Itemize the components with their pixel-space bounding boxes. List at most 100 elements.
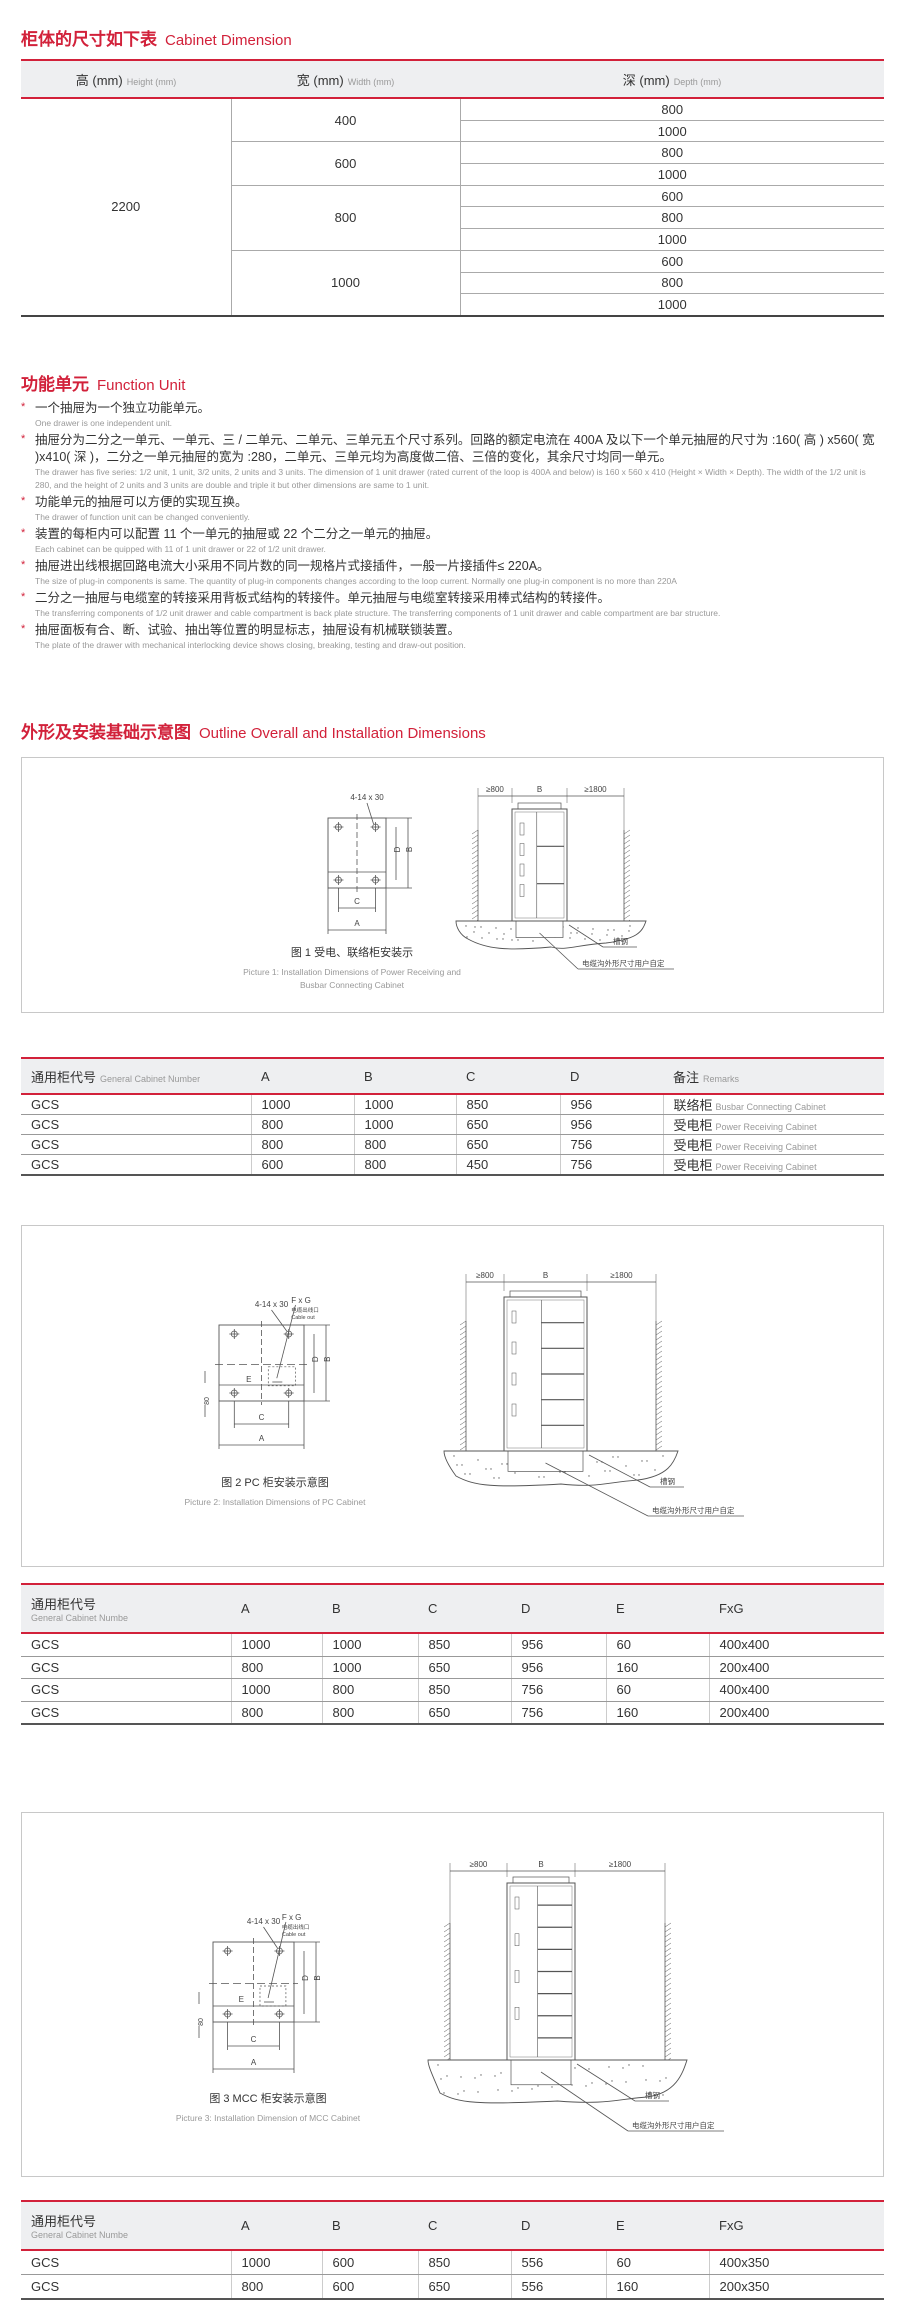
table-cell: 200x400 [708,1701,884,1725]
label-fxg: F x G [282,1913,302,1922]
label-b-elevation: B [538,1860,543,1869]
label-channel-steel: 槽钢 [660,1476,675,1486]
wall-hatch [443,1922,451,2063]
item-text-zh: 抽屉进出线根据回路电流大小采用不同片数的同一规格片式接插件，一般一片接插件≤ 2… [35,559,550,573]
table-cell: 850 [417,2250,511,2275]
label-right-clearance: ≥1800 [609,1860,632,1869]
label-trench-note: 电缆沟外形尺寸用户自定 [652,1505,735,1515]
table-cell: 800 [230,2274,322,2300]
header-cell: A [231,1583,322,1634]
label-holes: 4-14 x 30 [255,1300,289,1309]
table-cell: 60 [605,2250,709,2275]
figure-caption-en: Picture 2: Installation Dimensions of PC… [185,1497,367,1507]
mounting-hole-icon [370,875,381,885]
table-cell: 1000 [230,1633,322,1657]
item-text-zh: 抽屉面板有合、断、试验、抽出等位置的明显标志，抽屉设有机械联锁装置。 [35,623,461,637]
table-cell: GCS [21,2250,231,2275]
header-zh: 备注 [673,1069,700,1085]
mounting-hole-icon [222,1946,233,1956]
table-cell: 60 [605,1633,709,1657]
header-zh: C [428,1601,438,1616]
remark-zh: 受电柜 [673,1118,713,1133]
header-en: General Cabinet Number [100,1073,201,1084]
header-cell: E [606,1583,709,1634]
cabinet-icon [511,802,568,922]
table-row: 1000 [21,163,884,186]
label-right-clearance: ≥1800 [610,1271,633,1280]
item-text-en: One drawer is one independent unit. [35,418,173,428]
label-trench-note: 电缆沟外形尺寸用户自定 [632,2120,715,2130]
table-row: 1000 [21,293,884,317]
cell-code: GCS [21,1134,251,1155]
header-zh: C [428,2218,438,2233]
label-channel-steel: 槽钢 [613,936,628,946]
cell-b: 1000 [353,1114,456,1135]
header-cell: B [322,2200,418,2251]
cable-trench [507,1450,584,1472]
height-cell: 2200 [21,98,231,317]
header-cell: C [418,2200,511,2251]
header-zh: 通用柜代号 [31,1597,97,1612]
mounting-hole-icon [370,822,381,832]
remark-en: Busbar Connecting Cabinet [715,1102,826,1112]
mounting-hole-icon [333,822,344,832]
mounting-hole-icon [274,2009,285,2019]
header-zh: 通用柜代号 [31,1069,97,1085]
list-item: *装置的每柜内可以配置 11 个一单元的抽屉或 22 个二分之一单元的抽屉。Ea… [21,526,881,556]
label-left-clearance: ≥800 [486,785,504,794]
table-row: 800 [21,206,884,230]
table-cell: 60 [605,1678,709,1702]
label-c: C [251,2035,257,2044]
header-cell: A [251,1057,354,1095]
label-b-plan: B [323,1357,332,1362]
table-cell: 400x400 [708,1633,884,1657]
table-cell: 556 [510,2250,606,2275]
header-zh: FxG [719,1601,744,1616]
item-text-zh: 装置的每柜内可以配置 11 个一单元的抽屉或 22 个二分之一单元的抽屉。 [35,527,439,541]
cell-b: 1000 [353,1094,456,1115]
table-cell: 200x400 [708,1656,884,1679]
table-row: 1000 [21,228,884,251]
remark-zh: 联络柜 [673,1098,713,1113]
table-cell: 1000 [321,1633,418,1657]
depth-cell: 800 [459,272,884,295]
table-cell: GCS [21,1656,231,1679]
table-cell: GCS [21,1701,231,1725]
table-cell: 800 [230,1656,322,1679]
header-cell: A [231,2200,322,2251]
header-zh: D [521,2218,531,2233]
table-cell: GCS [21,1678,231,1702]
mounting-hole-icon [229,1329,240,1339]
header-zh: B [332,2218,341,2233]
table-cell: 650 [417,2274,511,2300]
depth-cell: 1000 [459,120,884,143]
remark-zh: 受电柜 [673,1138,713,1153]
label-cable-out-zh: 电缆出线口 [291,1306,319,1314]
label-d: D [301,1975,310,1981]
label-c: C [354,897,360,906]
label-left-clearance: ≥800 [476,1271,494,1280]
table-cell: GCS [21,1633,231,1657]
item-text-zh: 功能单元的抽屉可以方便的实现互换。 [35,495,248,509]
remark-en: Power Receiving Cabinet [715,1142,817,1152]
label-d: D [311,1356,320,1362]
table-cell: 556 [510,2274,606,2300]
header-zh: B [332,1601,341,1616]
cell-d: 956 [559,1114,663,1135]
